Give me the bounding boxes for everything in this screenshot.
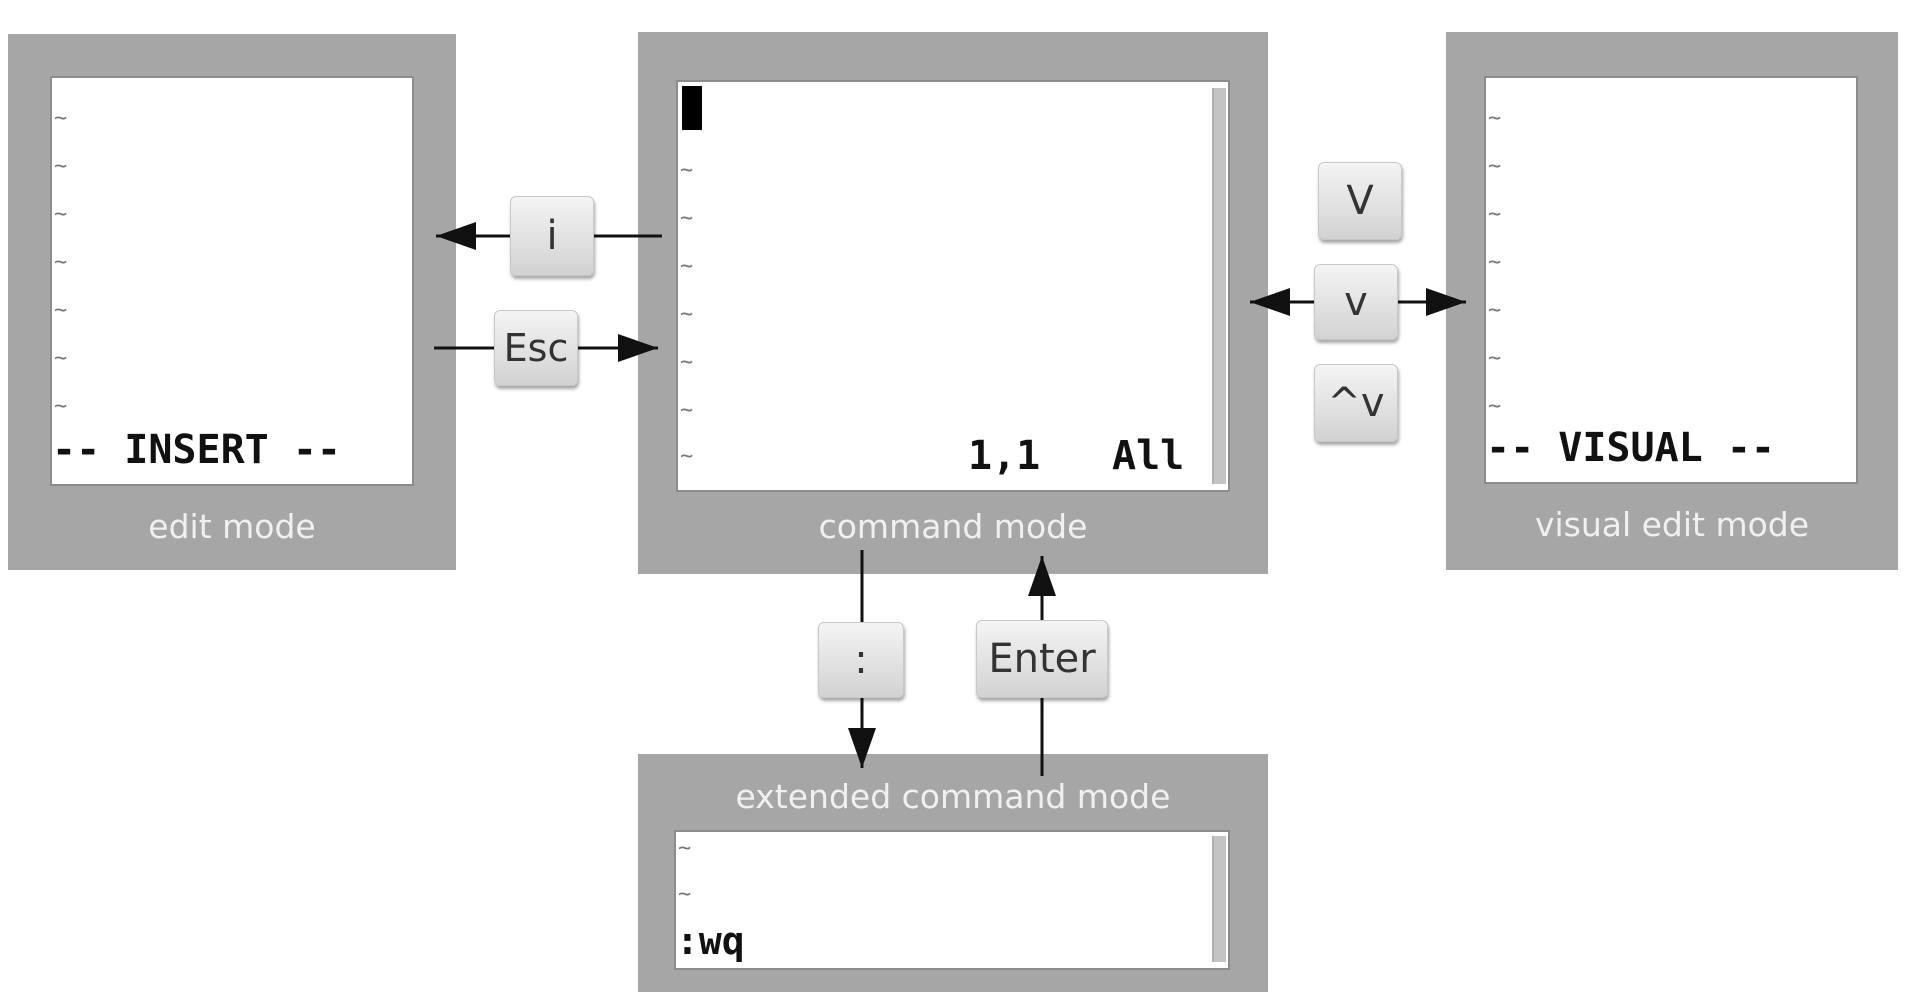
- visual-key[interactable]: v: [1314, 264, 1398, 340]
- arrowhead-command-up: [1028, 556, 1056, 596]
- tilde-line: ~: [1488, 394, 1502, 419]
- visual-block-key[interactable]: ^v: [1314, 364, 1398, 442]
- tilde-line: ~: [680, 302, 694, 327]
- command-mode-screen: ~ ~ ~ ~ ~ ~ ~ 1,1 All: [676, 80, 1230, 492]
- scrollbar[interactable]: [1212, 88, 1226, 484]
- edit-mode-screen: ~ ~ ~ ~ ~ ~ ~ -- INSERT --: [50, 76, 414, 486]
- command-mode-panel: ~ ~ ~ ~ ~ ~ ~ 1,1 All command mode: [638, 32, 1268, 574]
- tilde-line: ~: [680, 158, 694, 183]
- tilde-line: ~: [54, 394, 68, 419]
- visual-mode-screen: ~ ~ ~ ~ ~ ~ ~ -- VISUAL --: [1484, 76, 1858, 484]
- visual-mode-panel: ~ ~ ~ ~ ~ ~ ~ -- VISUAL -- visual edit m…: [1446, 32, 1898, 570]
- tilde-line: ~: [680, 350, 694, 375]
- insert-status-line: -- INSERT --: [52, 427, 341, 473]
- scroll-position-status: All: [1112, 433, 1185, 479]
- colon-key[interactable]: :: [818, 622, 904, 698]
- cursor-position-status: 1,1: [968, 433, 1041, 479]
- extended-command-screen: ~ ~ :wq: [674, 830, 1230, 970]
- extended-command-label: extended command mode: [735, 777, 1171, 816]
- tilde-line: ~: [678, 836, 692, 861]
- extended-command-text: :wq: [676, 919, 745, 963]
- visual-line-key[interactable]: V: [1318, 162, 1402, 240]
- tilde-line: ~: [1488, 298, 1502, 323]
- tilde-line: ~: [54, 298, 68, 323]
- tilde-line: ~: [54, 250, 68, 275]
- visual-status-line: -- VISUAL --: [1486, 425, 1775, 471]
- extended-command-panel: extended command mode ~ ~ :wq: [638, 754, 1268, 992]
- tilde-line: ~: [1488, 346, 1502, 371]
- tilde-line: ~: [1488, 154, 1502, 179]
- extended-scrollbar[interactable]: [1212, 836, 1226, 962]
- arrowhead-edit: [436, 222, 476, 250]
- text-cursor: [682, 86, 702, 130]
- arrowhead-command: [618, 334, 658, 362]
- tilde-line: ~: [54, 202, 68, 227]
- tilde-line: ~: [54, 346, 68, 371]
- tilde-line: ~: [680, 444, 694, 469]
- tilde-line: ~: [1488, 106, 1502, 131]
- arrowhead-visual-right: [1426, 288, 1466, 316]
- command-mode-label: command mode: [818, 507, 1088, 546]
- edit-mode-label: edit mode: [148, 507, 316, 546]
- tilde-line: ~: [678, 882, 692, 907]
- arrowhead-command-left: [1250, 288, 1290, 316]
- tilde-line: ~: [54, 154, 68, 179]
- enter-key[interactable]: Enter: [976, 620, 1108, 698]
- tilde-line: ~: [1488, 250, 1502, 275]
- tilde-line: ~: [680, 206, 694, 231]
- tilde-line: ~: [54, 106, 68, 131]
- tilde-line: ~: [680, 254, 694, 279]
- escape-key[interactable]: Esc: [494, 310, 578, 386]
- visual-mode-label: visual edit mode: [1534, 505, 1810, 544]
- tilde-line: ~: [1488, 202, 1502, 227]
- insert-key[interactable]: i: [510, 196, 594, 276]
- edit-mode-panel: ~ ~ ~ ~ ~ ~ ~ -- INSERT -- edit mode: [8, 34, 456, 570]
- tilde-line: ~: [680, 398, 694, 423]
- arrowhead-extended: [848, 728, 876, 768]
